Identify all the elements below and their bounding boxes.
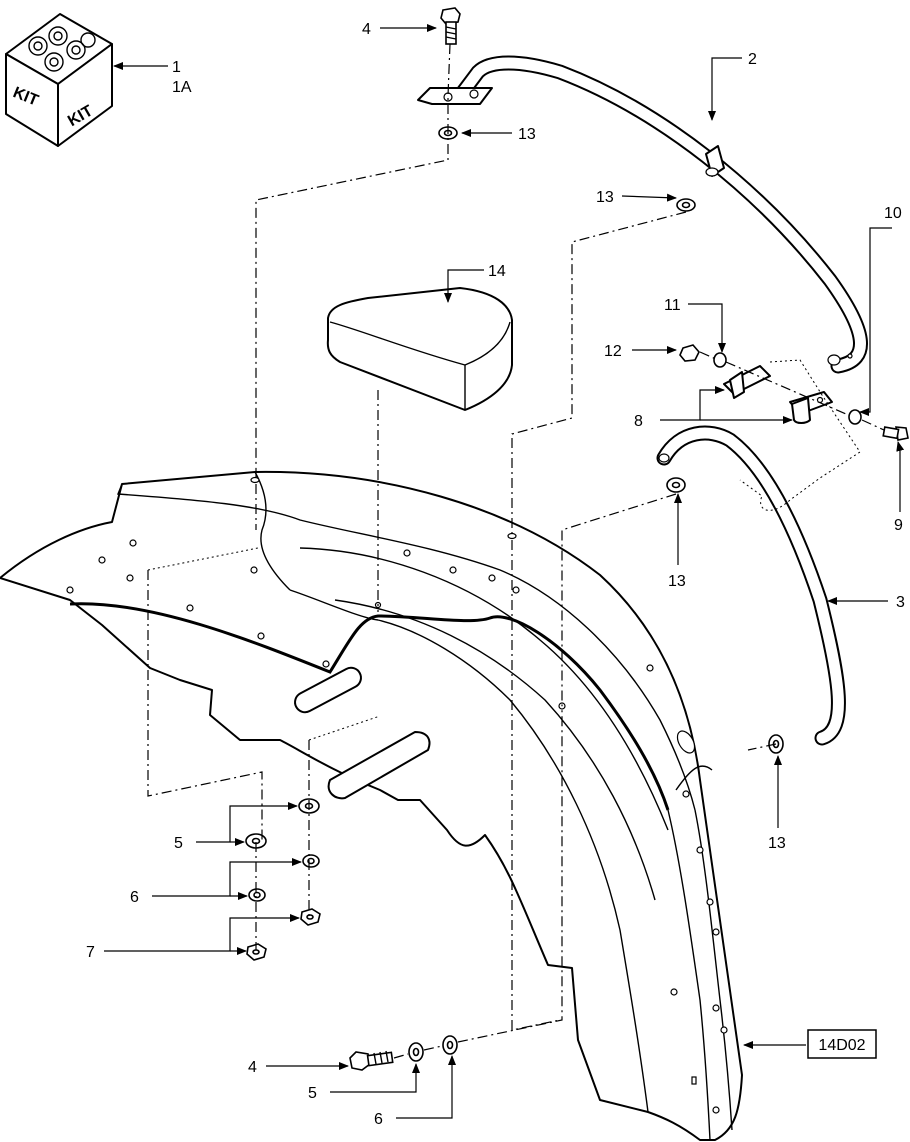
callout-6-b: 6 bbox=[374, 1111, 383, 1128]
bolt-top-icon bbox=[440, 7, 461, 45]
callout-13-a: 13 bbox=[518, 126, 536, 143]
handle-upper bbox=[417, 55, 868, 374]
callout-6-a: 6 bbox=[130, 889, 139, 906]
callout-13-d: 13 bbox=[768, 835, 786, 852]
callout-13-c: 13 bbox=[668, 573, 686, 590]
callout-10: 10 bbox=[884, 205, 902, 222]
callout-8: 8 bbox=[634, 413, 643, 430]
reference-box-label: 14D02 bbox=[818, 1037, 865, 1054]
callout-4-bottom: 4 bbox=[248, 1059, 257, 1076]
centerlines bbox=[147, 43, 885, 1059]
reference-box: 14D02 bbox=[807, 1029, 877, 1059]
seat-pad bbox=[326, 287, 513, 411]
callout-12: 12 bbox=[604, 343, 622, 360]
callout-1: 1 bbox=[172, 59, 181, 76]
bracket bbox=[723, 359, 861, 511]
callout-5-a: 5 bbox=[174, 835, 183, 852]
callout-11: 11 bbox=[664, 297, 681, 314]
callout-7: 7 bbox=[86, 944, 95, 961]
callout-2: 2 bbox=[748, 51, 757, 68]
callout-9: 9 bbox=[894, 517, 903, 534]
callout-leaders bbox=[104, 24, 905, 1119]
callout-1a: 1A bbox=[172, 79, 192, 96]
fender bbox=[0, 470, 743, 1141]
bolt-bottom-icon bbox=[349, 1050, 394, 1071]
fender-holes bbox=[66, 476, 728, 1114]
callout-4-top: 4 bbox=[362, 21, 371, 38]
callout-14: 14 bbox=[488, 263, 506, 280]
callout-13-b: 13 bbox=[596, 189, 614, 206]
callout-3: 3 bbox=[896, 594, 905, 611]
callout-labels: 1 1A 4 2 13 13 10 14 11 12 8 9 13 3 13 5… bbox=[86, 21, 905, 1128]
callout-5-b: 5 bbox=[308, 1085, 317, 1102]
handle-lower bbox=[656, 425, 846, 746]
kit-box-icon: KIT KIT bbox=[5, 13, 113, 147]
